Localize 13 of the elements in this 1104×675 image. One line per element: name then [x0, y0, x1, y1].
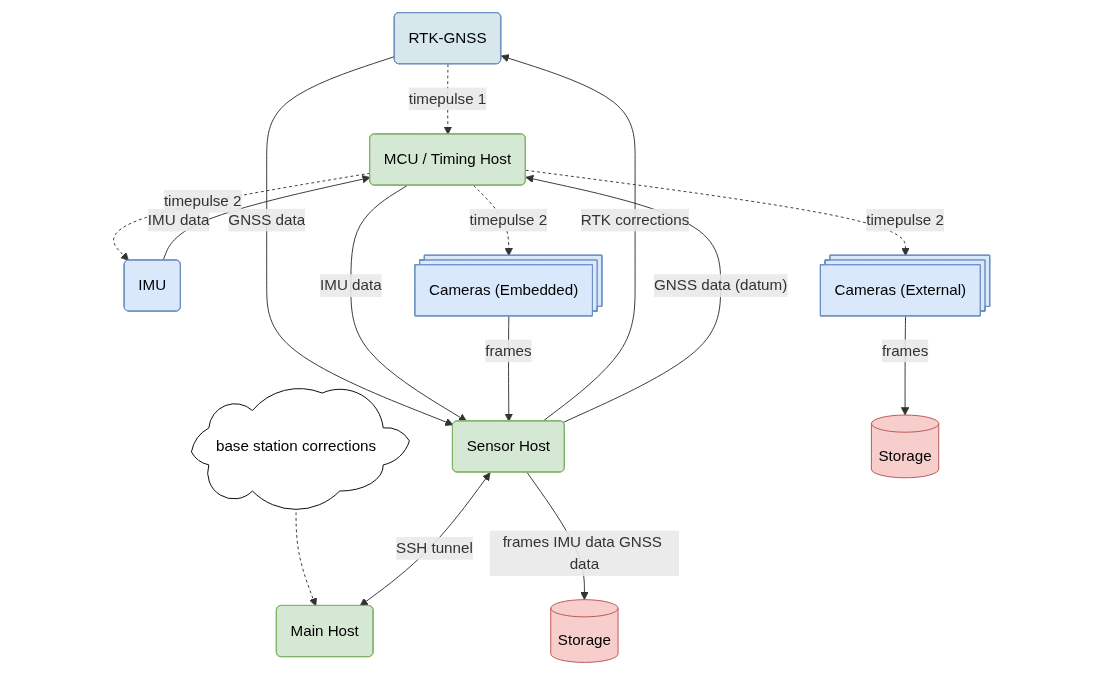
- edge-label: timepulse 2: [469, 211, 548, 228]
- edge-label: frames IMU data GNSS data: [502, 533, 663, 573]
- edge-label: IMU data: [320, 277, 382, 294]
- edge-label: RTK corrections: [581, 211, 690, 228]
- edge-label: SSH tunnel: [396, 539, 474, 556]
- edge-label: frames: [882, 342, 929, 359]
- edge-label: timepulse 1: [409, 90, 487, 107]
- edge-label: GNSS data: [228, 211, 306, 228]
- edge-label: IMU data: [148, 211, 210, 228]
- edge-label: timepulse 2: [164, 192, 242, 209]
- edge-label: timepulse 2: [866, 211, 945, 228]
- edge-label: frames: [485, 342, 532, 359]
- edge-label: GNSS data (datum): [654, 277, 788, 294]
